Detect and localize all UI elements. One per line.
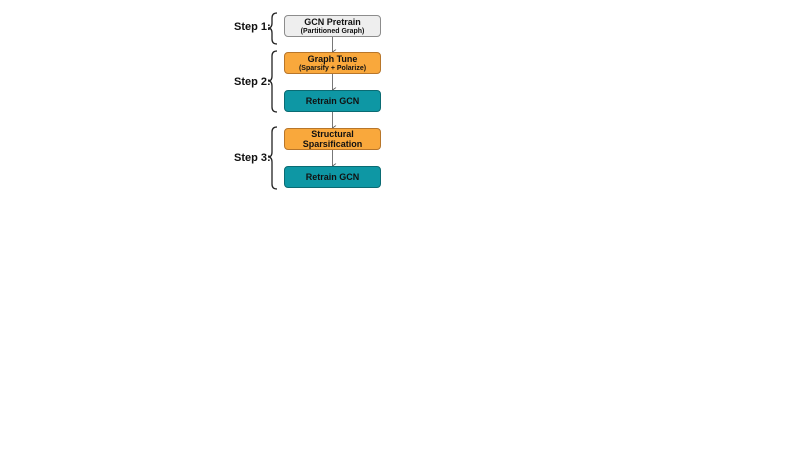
graph-tune-subtitle: (Sparsify + Polarize) bbox=[298, 64, 367, 72]
graph-tune-box: Graph Tune (Sparsify + Polarize) bbox=[284, 52, 381, 74]
structural-sparsification-title-line2: Sparsification bbox=[302, 139, 363, 149]
step-3-label: Step 3: bbox=[234, 152, 271, 164]
retrain-gcn-box-2: Retrain GCN bbox=[284, 166, 381, 188]
retrain-gcn-title-2: Retrain GCN bbox=[305, 172, 360, 182]
gcn-pretrain-title: GCN Pretrain bbox=[304, 16, 361, 27]
step-3-brace bbox=[267, 126, 278, 190]
structural-sparsification-title: Structural bbox=[311, 129, 354, 139]
step-1-label: Step 1: bbox=[234, 21, 271, 33]
retrain-gcn-title-1: Retrain GCN bbox=[305, 96, 360, 106]
step-1-brace bbox=[267, 12, 278, 45]
gcn-pretrain-subtitle: (Partitioned Graph) bbox=[300, 27, 365, 35]
step-2-label: Step 2: bbox=[234, 76, 271, 88]
retrain-gcn-box-1: Retrain GCN bbox=[284, 90, 381, 112]
structural-sparsification-box: Structural Sparsification bbox=[284, 128, 381, 150]
step-2-brace bbox=[267, 50, 278, 113]
graph-tune-title: Graph Tune bbox=[307, 53, 358, 64]
gcn-pretrain-box: GCN Pretrain (Partitioned Graph) bbox=[284, 15, 381, 37]
